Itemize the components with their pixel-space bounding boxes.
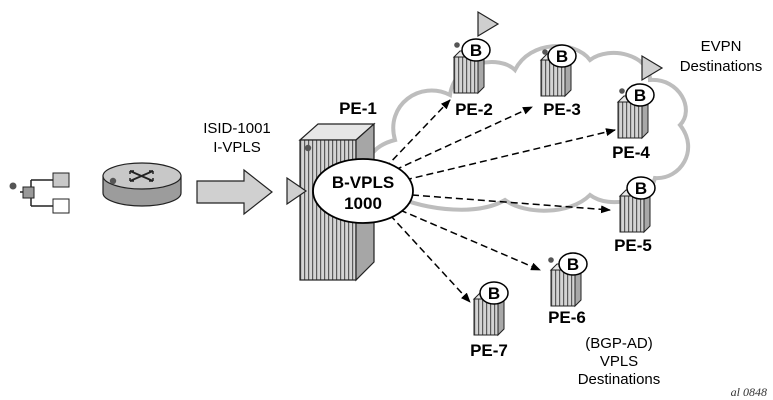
pe6-badge: B (567, 255, 579, 274)
pe7-device (473, 281, 509, 336)
evpn-destinations-label: Destinations (680, 58, 763, 75)
evpn-label: EVPN (701, 38, 742, 55)
isid-label: ISID-1001 (203, 120, 271, 137)
pe7-badge: B (488, 284, 500, 303)
bvpls-label: B-VPLS (332, 173, 394, 192)
pe5-label: PE-5 (614, 236, 652, 255)
pe5-badge: B (635, 179, 647, 198)
bvpls-number: 1000 (344, 194, 382, 213)
access-host-icon (9, 172, 70, 214)
vpls-destinations-label: Destinations (578, 371, 661, 388)
bgp-ad-label: (BGP-AD) (585, 335, 653, 352)
pe2-label: PE-2 (455, 100, 493, 119)
pe1-ingress-triangle (286, 176, 308, 206)
pe4-device (617, 54, 664, 139)
pe3-label: PE-3 (543, 100, 581, 119)
pe6-label: PE-6 (548, 308, 586, 327)
vpls-links (384, 99, 616, 303)
pe4-label: PE-4 (612, 143, 650, 162)
bvpls-ellipse (312, 158, 414, 224)
network-cloud (364, 44, 691, 213)
vpls-label: VPLS (600, 353, 638, 370)
pe5-device (619, 176, 656, 233)
pe6-device (548, 252, 588, 307)
ivpls-label: I-VPLS (213, 139, 261, 156)
pe1-label: PE-1 (339, 99, 377, 118)
isid-arrow (196, 168, 273, 216)
pe3-badge: B (556, 47, 568, 66)
evpn-triangle (477, 10, 500, 38)
figure-id: al 0848 (731, 385, 767, 399)
pe7-label: PE-7 (470, 341, 508, 360)
pe3-device (540, 44, 577, 97)
evpn-triangle (641, 54, 664, 82)
pe2-badge: B (470, 41, 482, 60)
pe4-badge: B (634, 86, 646, 105)
pe2-device (453, 10, 500, 94)
router-icon (102, 162, 182, 207)
